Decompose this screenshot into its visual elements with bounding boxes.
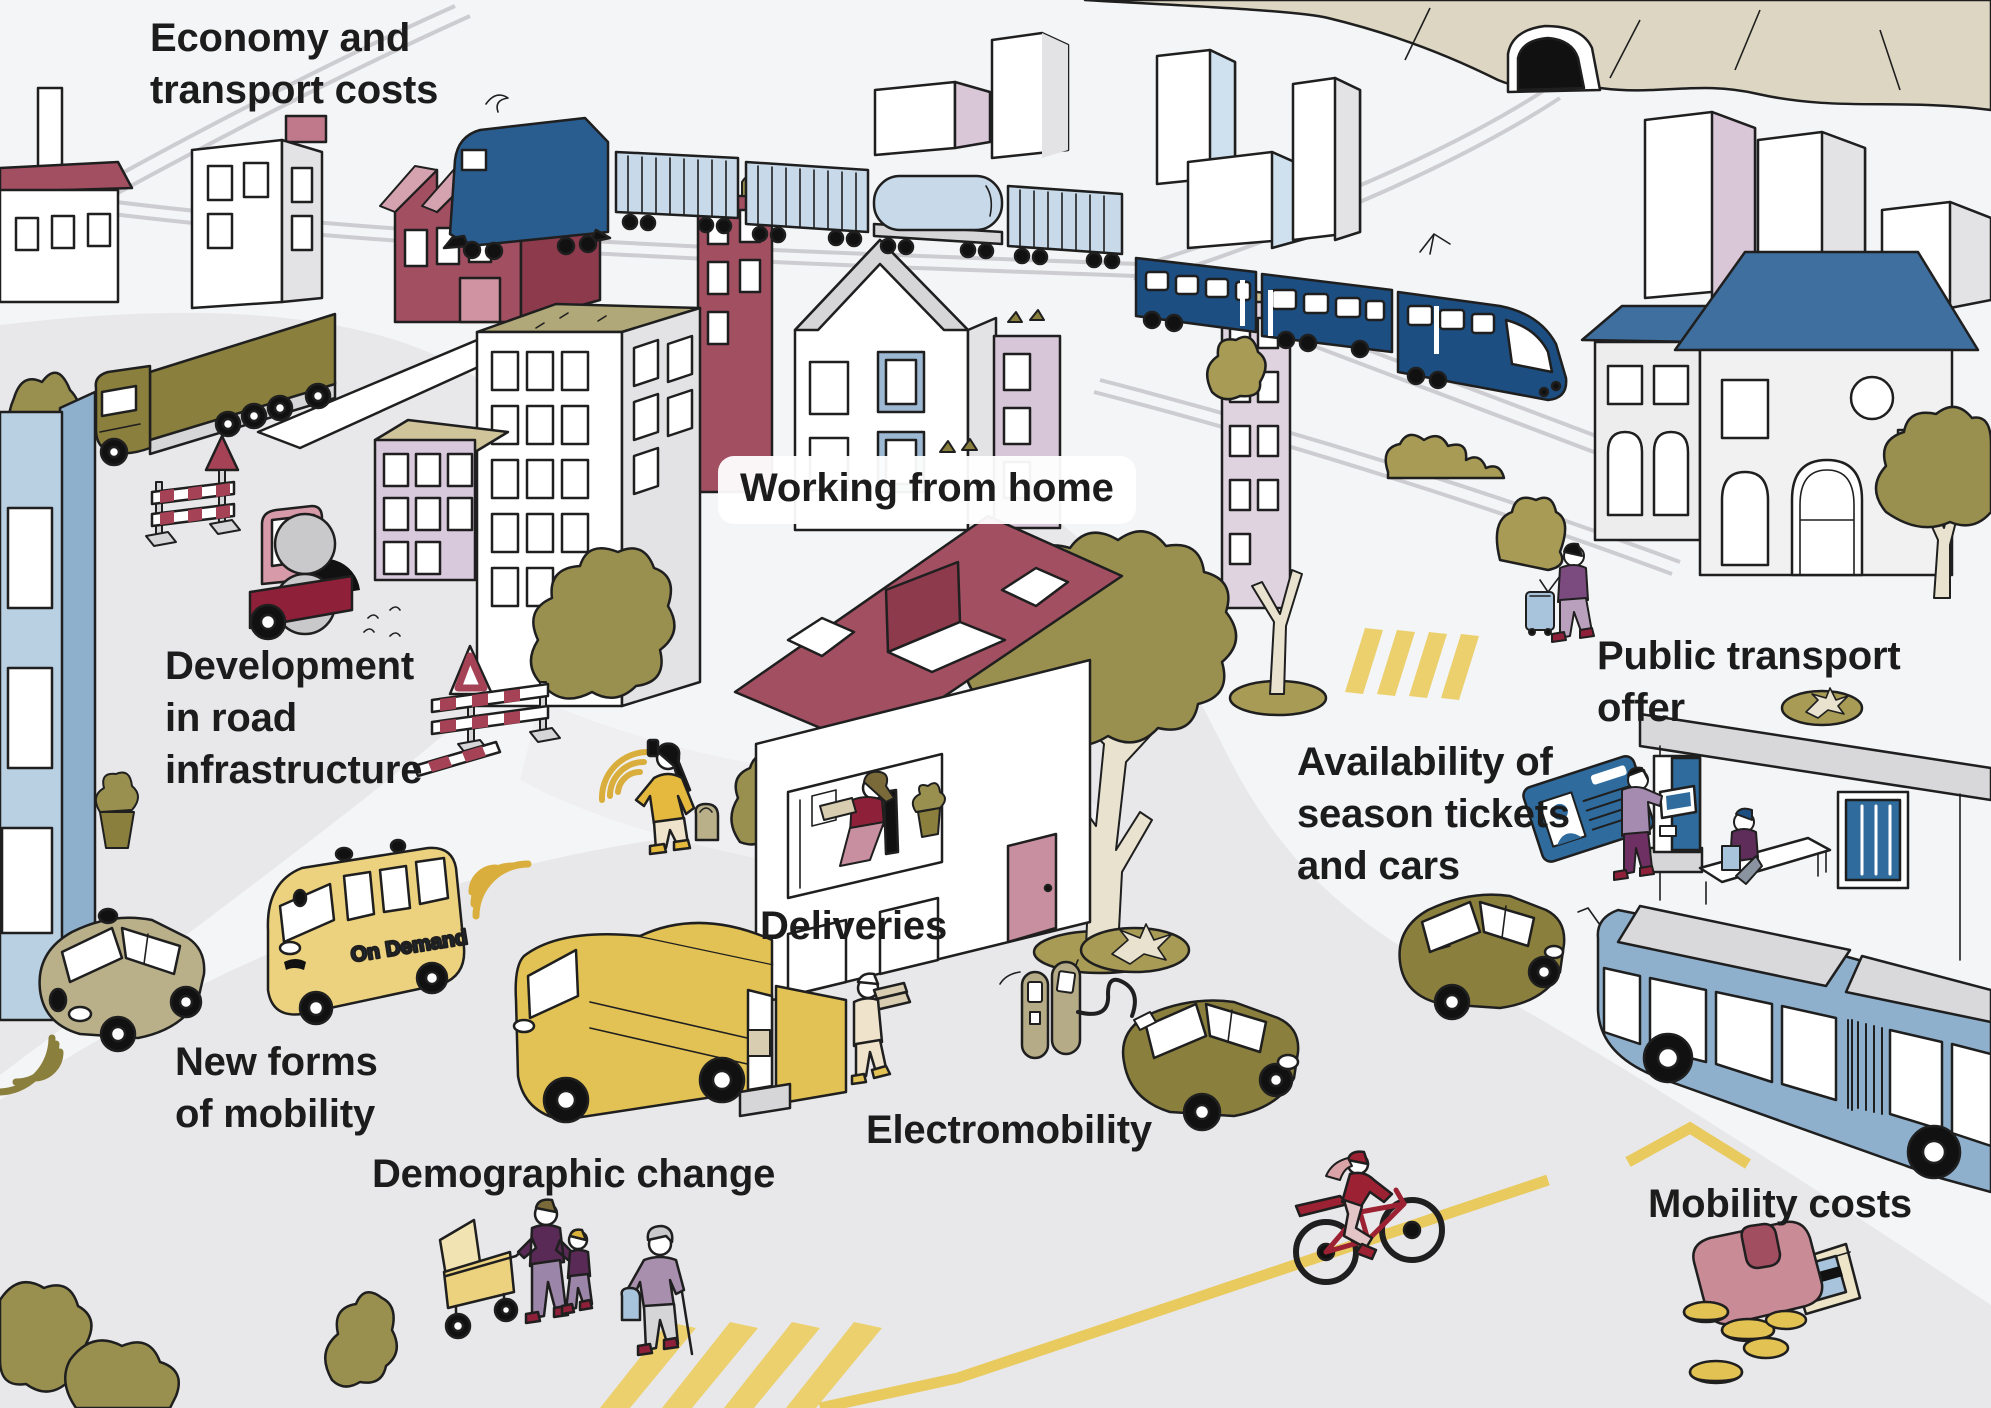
label-road-infrastructure: Development in road infrastructure: [165, 644, 423, 792]
freight-train: [442, 94, 1124, 270]
red-tower: [696, 174, 774, 494]
new-mobility: On Demand: [0, 838, 532, 1096]
city-bus: [1577, 904, 1991, 1194]
bare-tree: [1228, 569, 1328, 717]
bench: [1698, 836, 1832, 905]
deliveries-scene: [512, 921, 912, 1124]
delivery-person: [850, 972, 912, 1086]
label-deliveries: Deliveries: [760, 904, 948, 948]
locomotive: [442, 94, 612, 261]
label-availability: Availability of season tickets and cars: [1297, 740, 1570, 888]
elderly-pedestrian: [620, 1224, 694, 1357]
blue-building: [0, 390, 139, 1022]
tree-station: [1874, 405, 1991, 599]
tunnel-portal: [1506, 24, 1602, 94]
road-roller: [248, 504, 401, 641]
label-public-transport: Public transport offer: [1597, 634, 1901, 730]
truck: [94, 312, 337, 467]
street-people: [438, 738, 1445, 1357]
stop-info-board: [1836, 790, 1910, 890]
topview-tree-shelter: [1780, 687, 1864, 727]
label-demographic: Demographic change: [372, 1152, 776, 1196]
suitcase-traveller: [1525, 542, 1595, 643]
charging-station: [1020, 960, 1137, 1060]
wallet-with-coins: [1682, 1220, 1862, 1385]
cyclist: [1293, 1150, 1445, 1285]
electric-car: [1121, 999, 1300, 1132]
topview-tree-chargers: [1074, 923, 1191, 983]
label-mobility-costs: Mobility costs: [1648, 1182, 1912, 1226]
factory-with-chimney: [0, 86, 134, 304]
wifi-icon: [468, 860, 532, 920]
home-office-house: [733, 438, 1124, 1006]
apartment-tower: [475, 302, 702, 708]
barrier-set-1: [145, 434, 241, 547]
plant-pot: [94, 771, 139, 849]
availability-scene: [1398, 755, 1655, 1021]
label-electromobility: Electromobility: [866, 1108, 1152, 1152]
shelter-canopy: [1638, 712, 1991, 802]
roadworks: [94, 312, 561, 778]
container-wagon: [744, 160, 870, 248]
barrier-set-2: [412, 644, 561, 778]
sitting-person: [1721, 807, 1763, 885]
mountain: [1083, 0, 1991, 112]
public-transport-scene: [1525, 542, 1991, 1194]
office-window: [786, 752, 946, 900]
coins: [1682, 1300, 1808, 1385]
family-with-stroller: [438, 1198, 594, 1340]
crosswalk-small: [1345, 628, 1479, 700]
autonomous-car: [0, 907, 206, 1096]
delivery-van: [512, 921, 848, 1124]
wifi-icon: [598, 748, 651, 803]
white-tower: [190, 114, 328, 310]
person-ticket-machine: [1613, 766, 1663, 881]
passenger-train: [1134, 233, 1568, 402]
station-building: [1580, 250, 1980, 577]
ticket-machine: [1648, 754, 1704, 874]
phone-user: [598, 738, 720, 856]
season-ticket-car: [1398, 893, 1566, 1021]
label-working-from-home: Working from home: [718, 456, 1136, 524]
label-new-forms: New forms of mobility: [175, 1040, 378, 1136]
lilac-building: [373, 418, 510, 582]
container-wagon: [1006, 184, 1124, 270]
label-economy: Economy and transport costs: [150, 16, 439, 112]
tank-wagon: [872, 174, 1004, 260]
on-demand-shuttle: On Demand: [266, 838, 532, 1026]
wifi-icon: [0, 1034, 64, 1096]
electromobility-scene: [1020, 960, 1300, 1132]
stroller: [438, 1218, 532, 1340]
container-wagon: [614, 150, 740, 235]
